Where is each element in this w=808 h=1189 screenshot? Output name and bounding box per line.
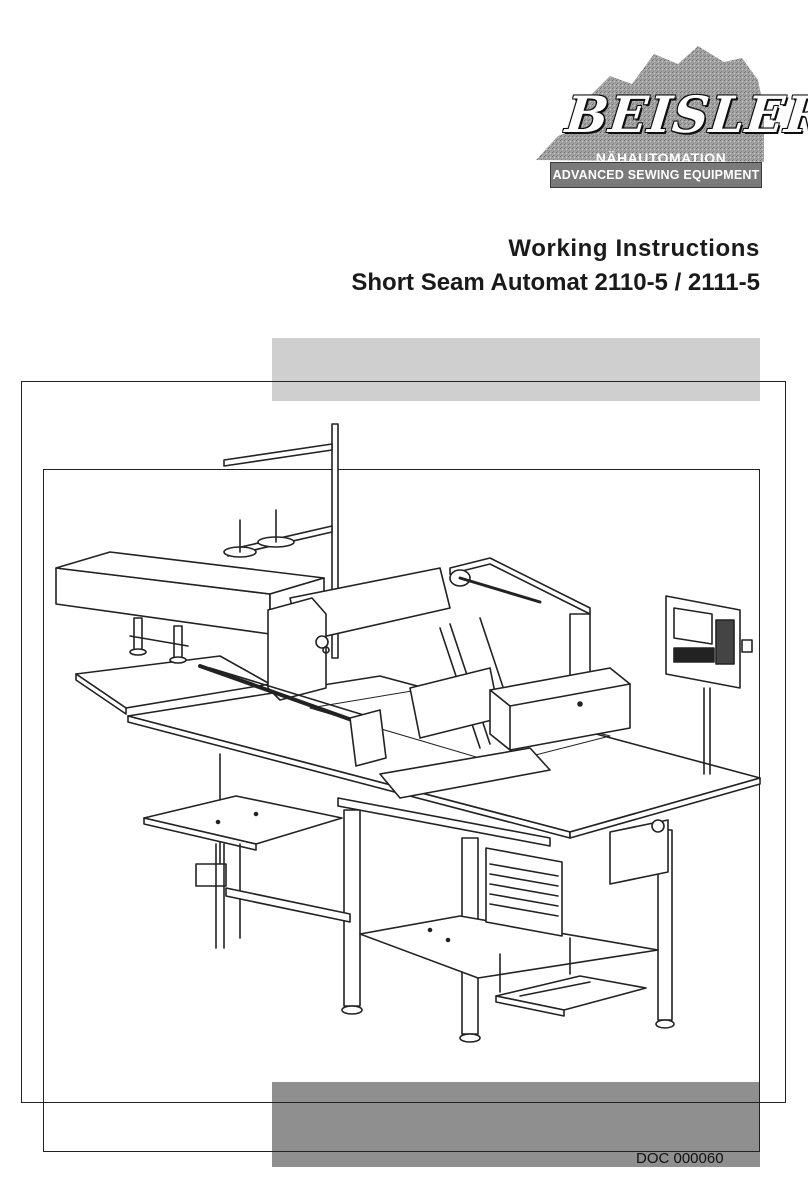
document-number: DOC 000060 xyxy=(636,1150,724,1167)
title-line-1: Working Instructions xyxy=(508,235,760,262)
beisler-logo: BEISLER NÄHAUTOMATION ADVANCED SEWING EQ… xyxy=(528,40,808,192)
title-line-2: Short Seam Automat 2110-5 / 2111-5 xyxy=(351,269,760,296)
bottom-gray-band xyxy=(272,1082,760,1167)
control-panel xyxy=(665,595,753,775)
outer-frame xyxy=(21,381,786,1103)
side-shelf xyxy=(143,795,351,949)
arm-supports xyxy=(129,617,189,664)
inner-frame xyxy=(43,469,760,1152)
table-legs xyxy=(219,753,675,1043)
stacker-box xyxy=(489,667,631,751)
logo-brand-text: BEISLER xyxy=(562,85,808,144)
top-gray-band xyxy=(272,338,760,401)
left-table xyxy=(75,655,271,715)
foot-pedal xyxy=(495,937,647,1017)
logo-tagline: ADVANCED SEWING EQUIPMENT xyxy=(550,162,762,188)
logo-texture xyxy=(536,46,764,162)
sewing-machine-illustration xyxy=(55,423,761,1043)
document-title: Working Instructions Short Seam Automat … xyxy=(351,232,760,300)
vent-box xyxy=(485,819,669,937)
machine-arm xyxy=(55,551,451,732)
